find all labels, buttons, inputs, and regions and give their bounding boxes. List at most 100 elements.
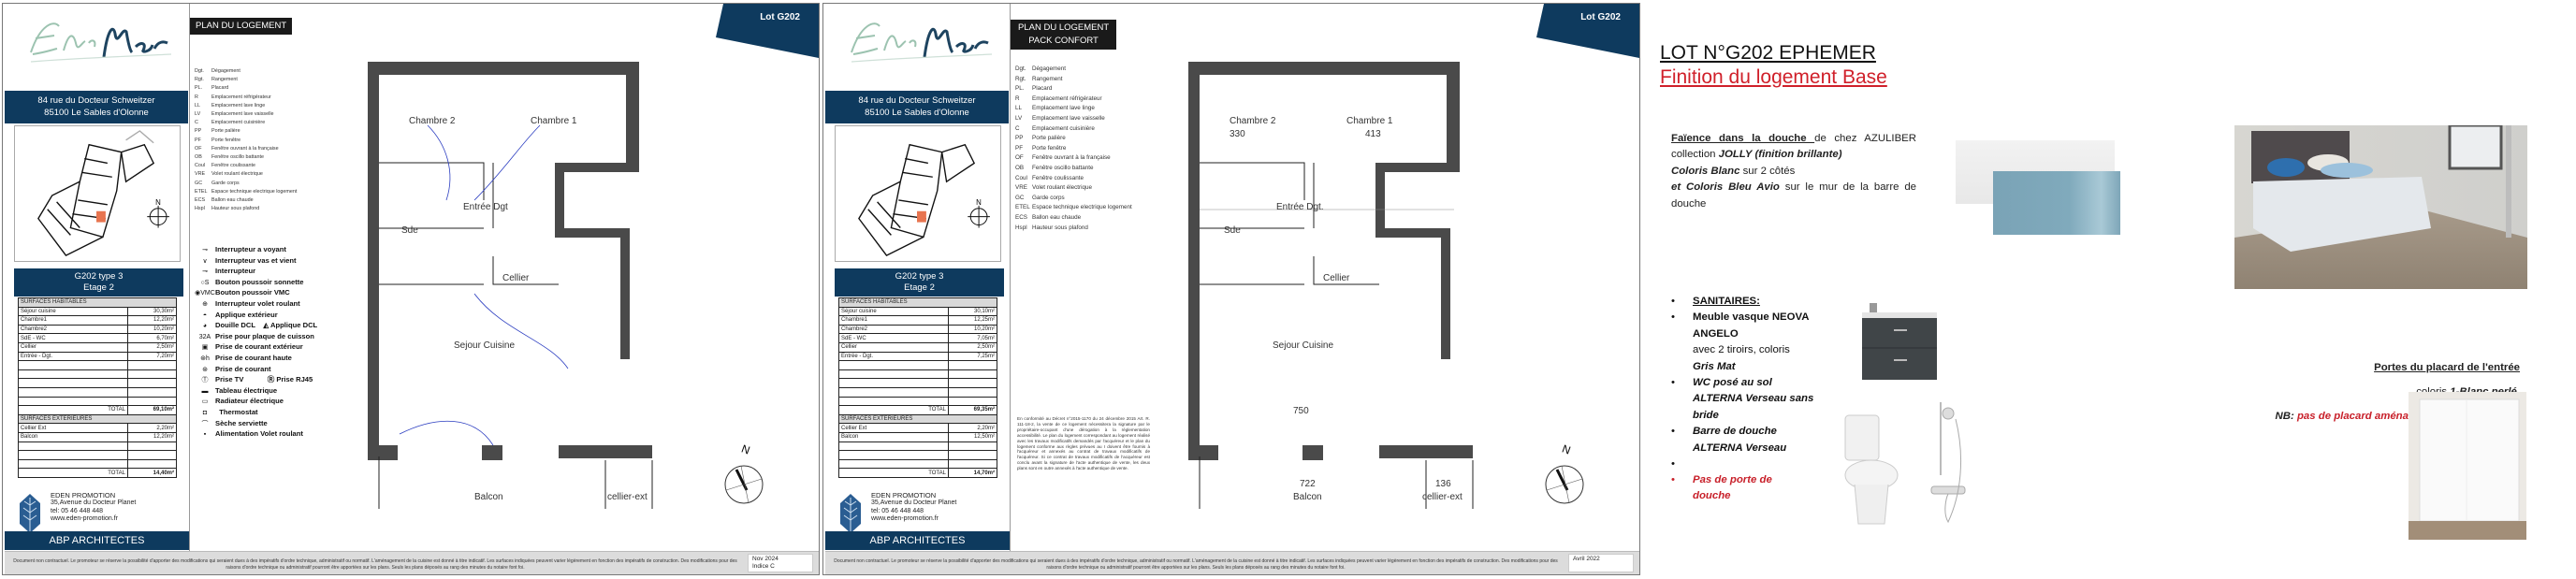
abbr-meaning: Porte fenêtre (1032, 144, 1067, 152)
symbol-label: Interrupteur (215, 267, 256, 276)
promoter-tel: tel: 05 46 448 448 (51, 507, 104, 514)
plan-title: PLAN DU LOGEMENT PACK CONFORT (1011, 20, 1117, 50)
address-line-2: 85100 Le Sables d'Olonne (44, 108, 149, 118)
bedroom-floor-photo (2234, 125, 2527, 289)
symbol-label: Interrupteur a voyant (215, 245, 286, 253)
electrical-symbol-icon: ○S (200, 279, 210, 286)
abbr-meaning: Espace technique electrique logement (211, 188, 298, 195)
abbr-meaning: Porte palière (211, 128, 240, 135)
abbreviation-item: Rgt.Rangement (195, 76, 297, 84)
ephemer-logo (842, 15, 1001, 71)
floor-plan-base: Chambre 2 Chambre 1 Entrée Dgt Sde Celli… (368, 62, 653, 509)
abbr-key: PF (195, 137, 201, 143)
electrical-symbol-icon: ⌒ (201, 420, 209, 427)
spacer (1669, 456, 1819, 472)
symbol-legend-item: ⊛Prise de courant (195, 365, 317, 376)
abbr-meaning: Emplacement lave linge (1032, 105, 1095, 112)
symbol-legend-item: ▣Prise de courant extérieur (195, 342, 317, 354)
row-label: Chambre1 (838, 315, 949, 326)
north-compass-icon: N (720, 441, 767, 509)
electrical-symbol-icon: 32A (198, 333, 211, 340)
table-row: Entrée - Dgt.7,25m² (838, 351, 997, 362)
empty-row (18, 450, 177, 460)
abbr-meaning: Emplacement réfrigérateur (211, 94, 271, 100)
faience-text: sur le mur de la barre de douche (1671, 181, 1916, 210)
column-divider (189, 4, 190, 551)
abbr-meaning: Garde corps (211, 180, 240, 186)
abbreviation-item: Dgt.Dégagement (195, 67, 297, 76)
plan-sheet-base: 84 rue du Docteur Schweitzer 85100 Le Sa… (2, 3, 820, 575)
total-label: TOTAL (18, 468, 128, 478)
symbol-label: Interrupteur volet roulant (215, 298, 300, 308)
symbol-legend-item: ◘ Thermostat (195, 408, 317, 419)
symbol-legend-item: ◕Douille DCL ◭ Applique DCL (195, 321, 317, 332)
abbr-key: PP (195, 128, 202, 135)
promoter-block: EDEN PROMOTION 35,Avenue du Docteur Plan… (840, 491, 1009, 544)
symbol-label: Bouton poussoir VMC (215, 288, 290, 297)
electrical-symbol-icon: ▪ (203, 431, 207, 439)
abbr-key: VRE (195, 171, 206, 178)
abbr-key: ETEL (195, 188, 208, 195)
lot-label: Lot G202 (1580, 12, 1621, 22)
symbol-label: Tableau électrique (215, 385, 278, 395)
total-label: TOTAL (838, 405, 949, 415)
row-label: Cellier (838, 341, 949, 353)
abbr-key: Dgt. (1015, 65, 1026, 72)
list-item: Barre de douche ALTERNA Verseau (1669, 424, 1819, 456)
symbol-legend-item: ∨Interrupteur vas et vient (195, 256, 317, 268)
lot-type: G202 type 3 (895, 271, 944, 282)
promoter-block: EDEN PROMOTION 35,Avenue du Docteur Plan… (20, 491, 188, 544)
finish-title: LOT N°G202 EPHEMER (1660, 42, 1876, 64)
abbr-key: LL (1015, 105, 1023, 112)
abbr-meaning: Hauteur sous plafond (211, 206, 260, 212)
total-label: TOTAL (18, 405, 128, 415)
symbol-label: Prise de courant (215, 364, 271, 373)
date-box: Avril 2022 (1568, 554, 1634, 572)
electrical-symbol-icon: ∨ (202, 257, 208, 265)
symbol-label: Prise pour plaque de cuisson (215, 331, 314, 340)
abbr-key: LV (1015, 114, 1023, 122)
surfaces-habitables-header: SURFACES HABITABLES (838, 297, 997, 308)
symbol-label: Prise de courant haute (215, 353, 292, 362)
abbr-meaning: Ballon eau chaude (211, 197, 254, 204)
symbol-label: Bouton poussoir sonnette (215, 277, 304, 286)
symbol-label: Applique extérieur (215, 310, 278, 319)
svg-text:N: N (155, 198, 161, 207)
eden-leaf-logo-icon (840, 494, 861, 533)
conformity-notice: En conformité au Décret n°2015-1170 du 2… (1017, 416, 1150, 471)
abbr-meaning: Placard (1032, 85, 1053, 93)
architect-banner: ABP ARCHITECTES (825, 531, 1010, 550)
row-value: 12,25m² (948, 315, 997, 326)
list-item: WC posé au sol ALTERNA Verseau sans brid… (1669, 375, 1819, 424)
row-label: Chambre2 (18, 324, 128, 335)
electrical-symbol-icon: ⊸ (202, 247, 208, 253)
total-value: 69,35m² (948, 405, 997, 415)
plan-title-line: PACK CONFORT (1028, 36, 1099, 46)
shower-bar-model: Barre de douche ALTERNA Verseau (1693, 426, 1787, 454)
abbr-meaning: Dégagement (211, 68, 240, 74)
abbr-meaning: Espace technique electrique logement (1032, 204, 1132, 211)
abbreviation-item: PL.Placard (1015, 84, 1132, 94)
room-label: Chambre 1 (1346, 116, 1393, 126)
architect-banner: ABP ARCHITECTES (5, 531, 189, 550)
abbr-key: C (1015, 124, 1020, 132)
